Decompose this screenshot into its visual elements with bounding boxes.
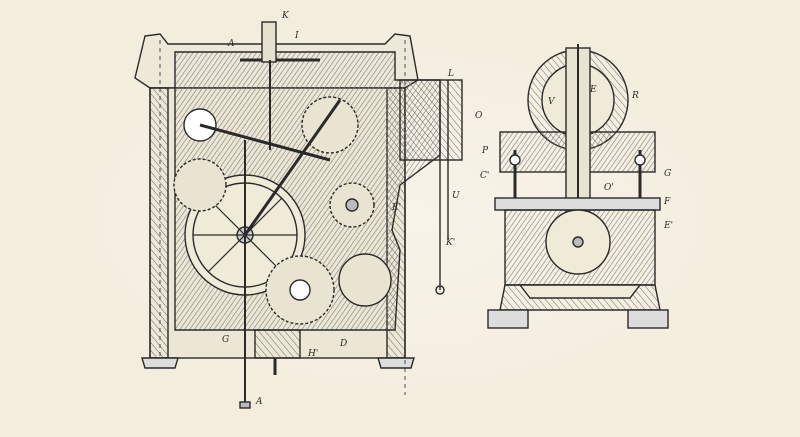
label-h-prime: H' <box>307 349 318 359</box>
label-c-prime: C' <box>480 171 489 181</box>
label-l: L <box>447 69 454 79</box>
label-e-prime: E' <box>391 203 401 213</box>
label-v: V <box>548 97 556 107</box>
label-g-right: G <box>664 169 671 179</box>
label-a-top: A <box>227 39 235 49</box>
left-figure-labels: K I A L O U K' E' G D H' A <box>222 11 483 407</box>
right-figure-labels: E V R P C' G O' F E' <box>480 85 673 231</box>
label-e-prime-right: E' <box>663 221 673 231</box>
label-a-bottom: A <box>255 397 263 407</box>
label-d: D <box>339 339 347 349</box>
right-figure <box>487 44 669 329</box>
label-o: O <box>475 111 483 121</box>
left-figure <box>134 21 463 409</box>
label-k-prime: K' <box>445 238 455 248</box>
label-f: F <box>663 197 671 207</box>
label-k: K <box>281 11 290 21</box>
label-i: I <box>294 31 299 41</box>
label-e: E <box>589 85 597 95</box>
label-g: G <box>222 335 229 345</box>
label-o-prime: O' <box>604 183 614 193</box>
label-p: P <box>481 146 489 156</box>
label-u: U <box>452 191 460 201</box>
label-r: R <box>631 91 639 101</box>
